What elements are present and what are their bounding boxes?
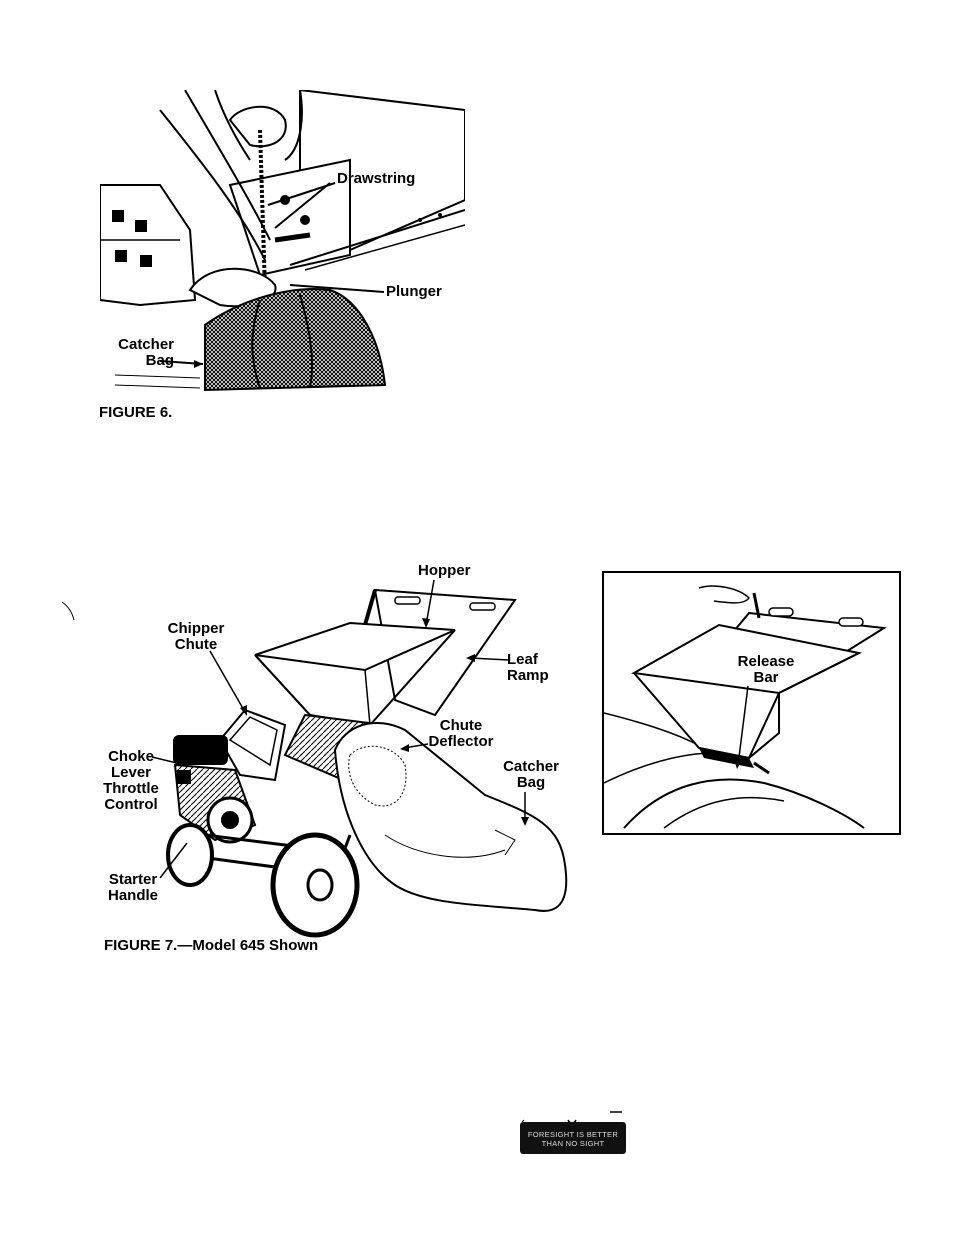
figure-7-caption: FIGURE 7.—Model 645 Shown [104,937,318,954]
label-starter-handle: Starter Handle [100,872,166,904]
badge-line-1: FORESIGHT IS BETTER [520,1130,626,1139]
foresight-badge: FORESIGHT IS BETTER THAN NO SIGHT [520,1122,626,1154]
badge-line-2: THAN NO SIGHT [520,1139,626,1148]
release-bar-leader [0,0,954,840]
label-release-bar: Release Bar [730,654,802,686]
